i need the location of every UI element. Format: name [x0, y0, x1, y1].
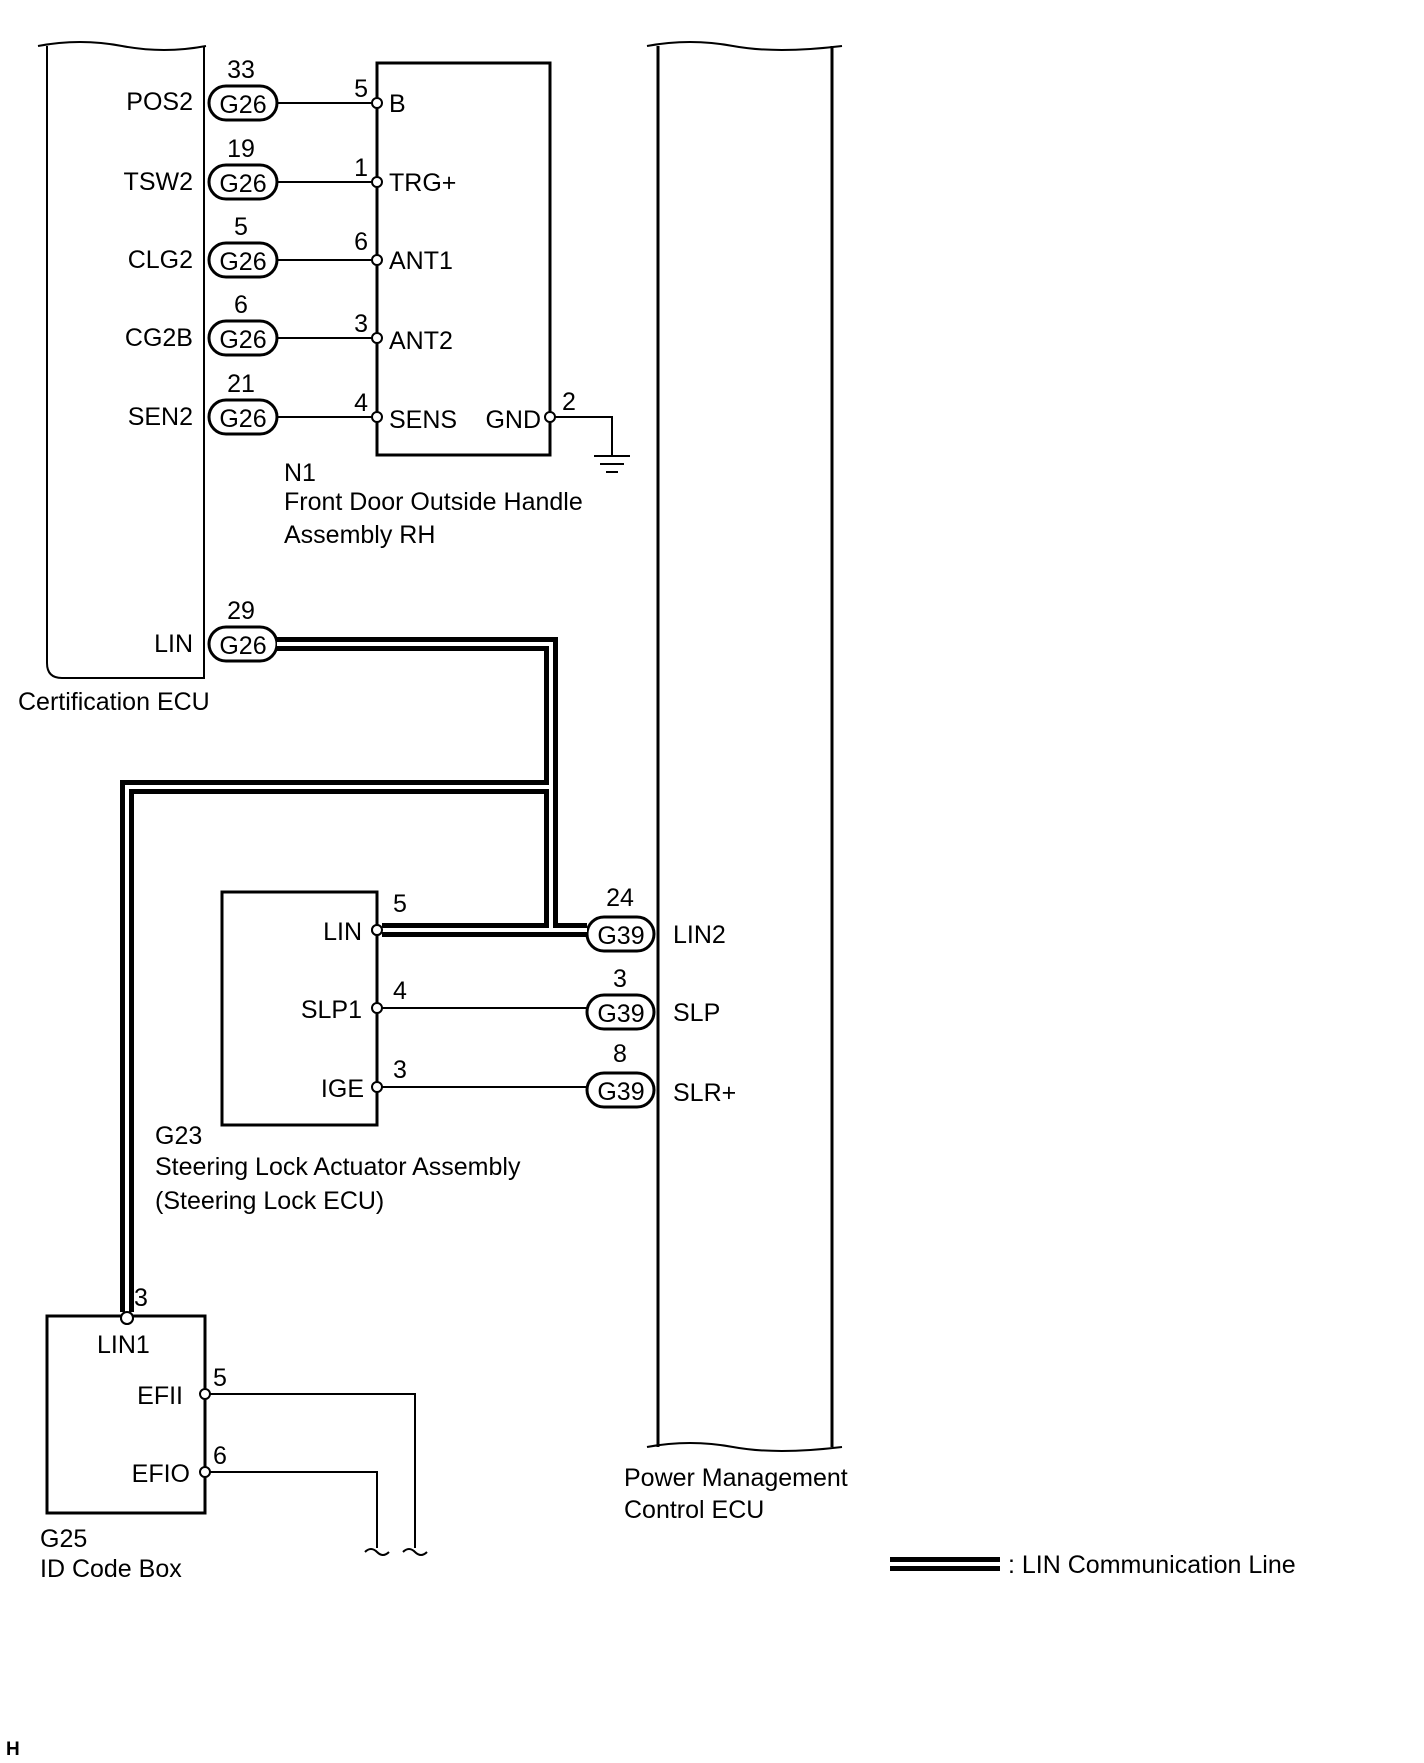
- wires-g23-to-pm-ecu: [382, 1007, 587, 1088]
- pin-num-21: 21: [227, 370, 255, 398]
- pin-num-5: 5: [234, 213, 248, 241]
- corner-mark: H: [6, 1739, 20, 1760]
- g23-lin-pin-dot: [371, 924, 383, 936]
- ground-symbol: [555, 416, 630, 473]
- terminal-pos2: POS2: [126, 88, 193, 116]
- n1-label-ant2: ANT2: [389, 327, 453, 355]
- terminal-tsw2: TSW2: [124, 168, 193, 196]
- svg-text:G39: G39: [597, 922, 644, 950]
- g23-code: G23: [155, 1122, 202, 1150]
- pin-num-24: 24: [606, 884, 634, 912]
- svg-text:G26: G26: [219, 632, 266, 660]
- pin-num-6: 6: [234, 291, 248, 319]
- connector-g26-sen2: G26: [207, 398, 279, 436]
- terminal-sen2: SEN2: [128, 403, 193, 431]
- svg-text:G26: G26: [219, 326, 266, 354]
- connector-g26-pos2: G26: [207, 84, 279, 122]
- n1-pin-1: 1: [354, 154, 368, 182]
- svg-text:G26: G26: [219, 248, 266, 276]
- connector-g26-cg2b: G26: [207, 319, 279, 357]
- connector-g26-tsw2: G26: [207, 163, 279, 201]
- n1-pin-2: 2: [562, 388, 576, 416]
- g23-label-slp1: SLP1: [301, 996, 362, 1024]
- n1-name-line2: Assembly RH: [284, 521, 435, 549]
- g23-pin-5: 5: [393, 890, 407, 918]
- g25-pin-5: 5: [213, 1364, 227, 1392]
- g23-label-ige: IGE: [321, 1075, 364, 1103]
- certification-ecu-label: Certification ECU: [18, 688, 210, 716]
- n1-name-line1: Front Door Outside Handle: [284, 488, 583, 516]
- g23-label-lin: LIN: [323, 918, 362, 946]
- svg-text:G39: G39: [597, 1078, 644, 1106]
- g25-label-efii: EFII: [137, 1382, 183, 1410]
- pm-ecu-label-line1: Power Management: [624, 1464, 848, 1492]
- connector-g39-slr: G39: [585, 1071, 656, 1109]
- n1-label-ant1: ANT1: [389, 247, 453, 275]
- n1-label-gnd: GND: [485, 406, 541, 434]
- pm-ecu-label-line2: Control ECU: [624, 1496, 764, 1524]
- g25-label-lin1: LIN1: [97, 1331, 150, 1359]
- n1-label-b: B: [389, 90, 406, 118]
- g25-label-efio: EFIO: [132, 1460, 190, 1488]
- pin-num-33: 33: [227, 56, 255, 84]
- pin-num-8: 8: [613, 1040, 627, 1068]
- g25-lin1-pin-dot: [120, 1311, 134, 1325]
- n1-label-trg: TRG+: [389, 169, 456, 197]
- connector-g39-slp: G39: [585, 993, 656, 1031]
- pin-num-29: 29: [227, 597, 255, 625]
- g25-pin-3: 3: [134, 1284, 148, 1312]
- g25-pin-6: 6: [213, 1442, 227, 1470]
- certification-ecu: Certification ECU: [18, 41, 210, 716]
- n1-pin-5: 5: [354, 75, 368, 103]
- terminal-lin: LIN: [154, 630, 193, 658]
- g23-name-line2: (Steering Lock ECU): [155, 1187, 384, 1215]
- n1-pin-3: 3: [354, 310, 368, 338]
- lin-communication-lines: [120, 637, 587, 1312]
- wires-cert-to-n1: [277, 102, 373, 418]
- terminal-slr: SLR+: [673, 1079, 736, 1107]
- n1-pin-4: 4: [354, 389, 368, 417]
- g25-name: ID Code Box: [40, 1555, 182, 1583]
- g23-name-line1: Steering Lock Actuator Assembly: [155, 1153, 521, 1181]
- n1-code: N1: [284, 459, 316, 487]
- connector-g39-lin2: G39: [585, 915, 656, 953]
- g23-pin-4: 4: [393, 977, 407, 1005]
- connector-g26-clg2: G26: [207, 241, 279, 279]
- legend-text: : LIN Communication Line: [1008, 1551, 1296, 1579]
- svg-text:G26: G26: [219, 91, 266, 119]
- pin-num-19: 19: [227, 135, 255, 163]
- terminal-slp: SLP: [673, 999, 720, 1027]
- svg-text:G26: G26: [219, 405, 266, 433]
- n1-pin-6: 6: [354, 228, 368, 256]
- pin-num-3-slp: 3: [613, 965, 627, 993]
- svg-text:G26: G26: [219, 170, 266, 198]
- terminal-clg2: CLG2: [128, 246, 193, 274]
- wires-g25-efi: [210, 1393, 428, 1556]
- power-management-ecu: [646, 41, 843, 1452]
- svg-text:G39: G39: [597, 1000, 644, 1028]
- terminal-cg2b: CG2B: [125, 324, 193, 352]
- n1-handle-assembly: [371, 61, 556, 457]
- g23-pin-3: 3: [393, 1056, 407, 1084]
- n1-label-sens: SENS: [389, 406, 457, 434]
- g25-code: G25: [40, 1525, 87, 1553]
- terminal-lin2: LIN2: [673, 921, 726, 949]
- connector-g26-lin: G26: [207, 625, 279, 663]
